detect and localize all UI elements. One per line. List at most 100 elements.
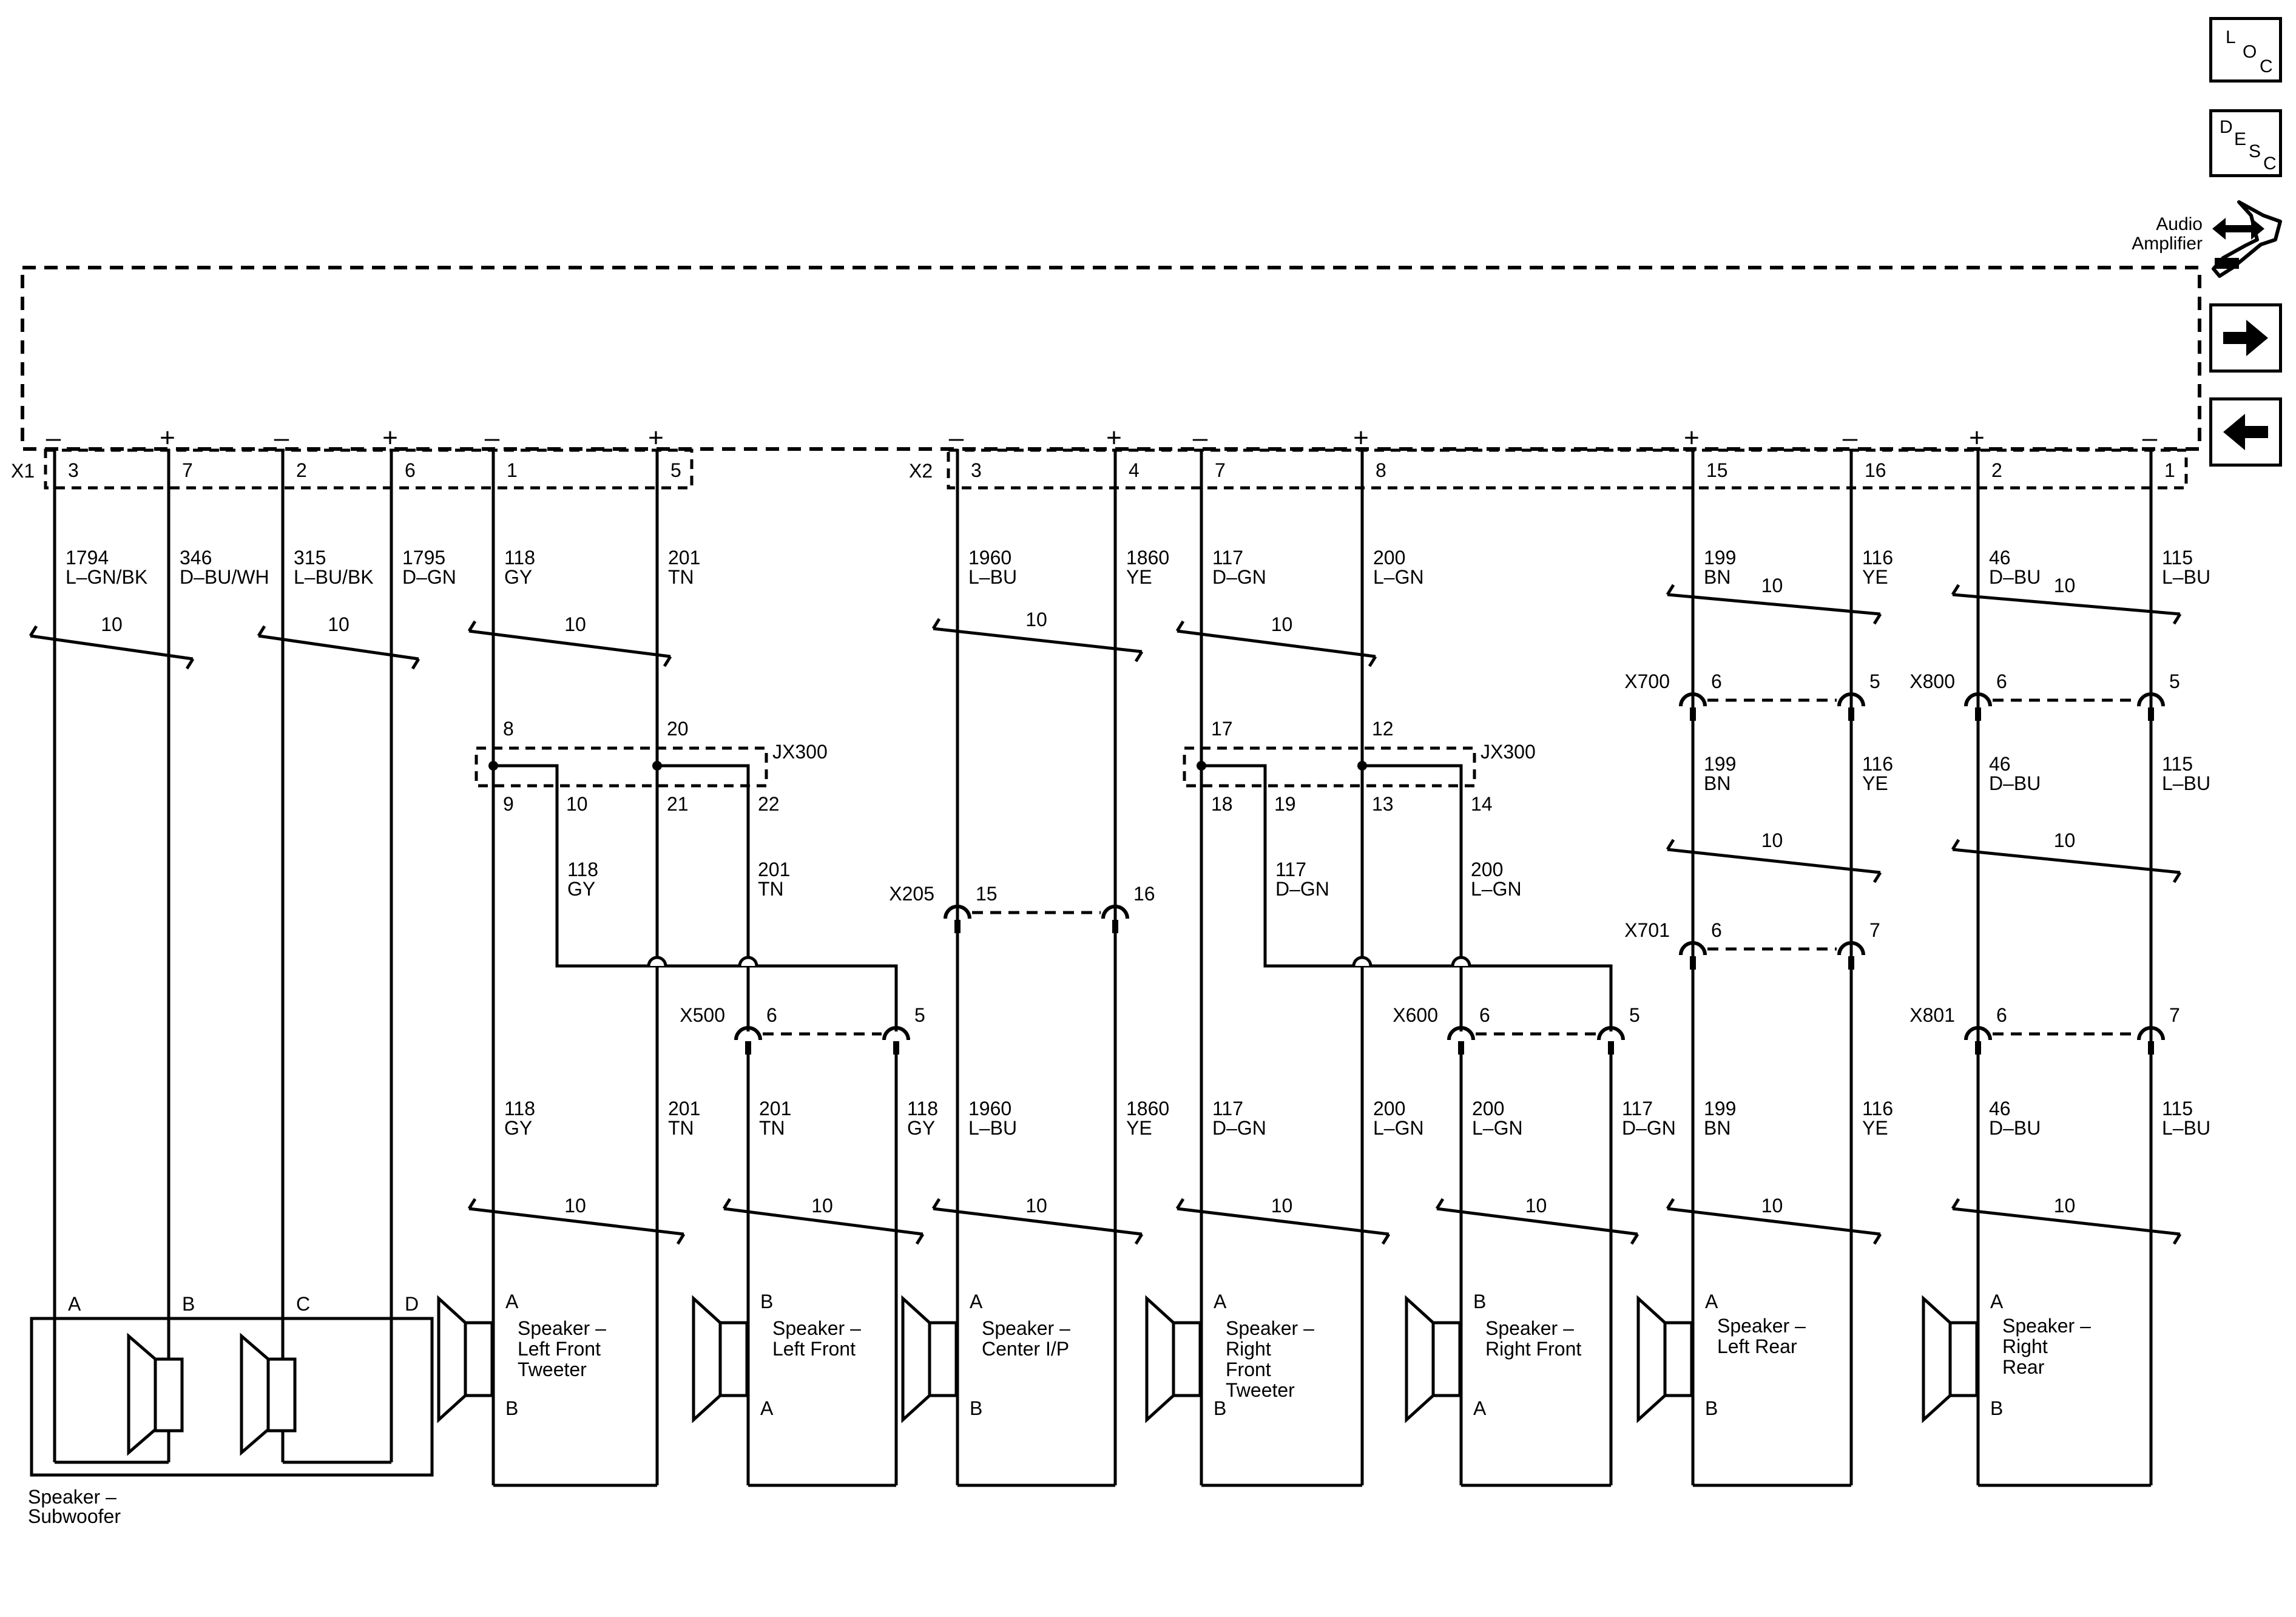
wire-color-code: L–GN: [1373, 1117, 1424, 1139]
desc-letter-s: S: [2249, 141, 2261, 161]
splice-branch-wire: [493, 764, 898, 1031]
wire-color-code: L–BU: [2162, 772, 2210, 794]
location-button[interactable]: L O C: [2209, 17, 2282, 83]
wire-color-code: GY: [567, 878, 595, 900]
subwoofer-box: [30, 1317, 434, 1477]
twisted-pair-tick: [931, 618, 941, 630]
inline-connector-pin: 6: [1996, 670, 2007, 692]
twisted-pair-label: 10: [1025, 609, 1047, 630]
inline-connector-pin: 5: [914, 1004, 925, 1026]
inline-connector-terminal: [1975, 1041, 1981, 1055]
twisted-pair-label: 10: [564, 613, 586, 635]
twisted-pair-tick: [1951, 839, 1960, 851]
twisted-pair-label: 10: [328, 613, 349, 635]
twisted-pair-tick: [663, 655, 672, 667]
amp-pin-number: 3: [68, 459, 79, 481]
twisted-pair-label: 10: [101, 613, 123, 635]
wire-circuit-number: 115: [2162, 753, 2193, 775]
wire-circuit-number: 199: [1704, 1098, 1736, 1119]
inline-connector-cavity: [944, 905, 971, 919]
inline-connector-pin: 7: [2169, 1004, 2180, 1026]
inline-connector-pin: 5: [1869, 670, 1880, 692]
speaker-symbol-cone: [1636, 1295, 1667, 1423]
wrench-arrow-icon[interactable]: [2209, 197, 2288, 288]
splice-pin: 8: [503, 718, 514, 740]
arrow-right-icon: [2223, 320, 2268, 356]
twisted-pair-mark: [468, 629, 671, 658]
twisted-pair-tick: [1666, 1198, 1675, 1210]
speaker-pin: B: [760, 1291, 773, 1312]
twisted-pair-label: 10: [564, 1195, 586, 1217]
polarity-mark: +: [1684, 423, 1700, 453]
inline-connector-pin: 6: [1711, 919, 1722, 941]
wire-color-code: L–GN: [1373, 566, 1424, 588]
inline-connector-cavity: [1837, 941, 1865, 956]
wire-crossover: [738, 956, 758, 967]
speaker-pin: B: [1473, 1291, 1486, 1312]
speaker-name: Speaker –: [518, 1317, 606, 1339]
speaker-symbol-magnet: [928, 1321, 958, 1397]
inline-connector-cavity: [2137, 1026, 2165, 1041]
wire-color-code: D–GN: [402, 566, 456, 588]
splice-branch-wire: [1362, 764, 1463, 1031]
previous-page-button[interactable]: [2209, 397, 2282, 467]
wire-circuit-number: 315: [294, 547, 326, 569]
wire-color-code: TN: [758, 878, 784, 900]
wire-layer: [21, 266, 2201, 1487]
splice-branch-wire: [657, 764, 750, 1031]
speaker-name: Speaker –: [1226, 1317, 1314, 1339]
splice-pin: 21: [667, 793, 689, 815]
wire-color-code: L–BU: [968, 1117, 1017, 1139]
inline-connector-terminal: [954, 920, 961, 933]
inline-connector-cavity: [1679, 941, 1707, 956]
twisted-pair-mark: [1667, 1207, 1881, 1236]
twisted-pair-mark: [1667, 593, 1881, 616]
splice-pin: 17: [1211, 718, 1233, 740]
speaker-name: Right: [2002, 1335, 2048, 1357]
wire-circuit-number: 200: [1471, 859, 1503, 880]
twisted-pair-tick: [1368, 655, 1377, 667]
speaker-name: Rear: [2002, 1356, 2045, 1378]
wire-circuit-number: 117: [1622, 1098, 1653, 1119]
wire-color-code: D–BU: [1989, 772, 2041, 794]
wrench-shape: [2212, 200, 2282, 278]
twisted-pair-tick: [1381, 1233, 1391, 1245]
amplifier-outline: [21, 266, 2201, 451]
twisted-pair-label: 10: [1271, 613, 1293, 635]
polarity-mark: –: [1843, 423, 1858, 453]
wire-color-code: TN: [759, 1117, 785, 1139]
inline-connector-cavity: [1447, 1026, 1475, 1041]
wire-color-code: TN: [668, 1117, 694, 1139]
splice-pin: 20: [667, 718, 689, 740]
splice-pin: 12: [1372, 718, 1394, 740]
twisted-pair-label: 10: [1271, 1195, 1293, 1217]
speaker-name: Right Front: [1485, 1338, 1581, 1360]
wire-circuit-number: 115: [2162, 1098, 2193, 1119]
wire-color-code: GY: [504, 566, 532, 588]
inline-connector-cavity: [882, 1026, 910, 1041]
twisted-pair-tick: [411, 658, 420, 670]
twisted-pair-tick: [467, 1198, 477, 1210]
next-page-button[interactable]: [2209, 303, 2282, 373]
speaker-name: Speaker –: [772, 1317, 861, 1339]
twisted-pair-tick: [185, 658, 195, 670]
twisted-pair-mark: [30, 634, 194, 661]
inline-connector-name: X500: [680, 1004, 725, 1026]
speaker-symbol-cone: [1922, 1295, 1952, 1423]
splice-name: JX300: [772, 741, 828, 763]
loc-letter-o: O: [2243, 42, 2257, 62]
inline-connector-terminal: [1458, 1041, 1464, 1055]
speaker-symbol-magnet: [464, 1321, 494, 1397]
speaker-pin: A: [1705, 1291, 1718, 1312]
wire-color-code: D–GN: [1212, 1117, 1266, 1139]
polarity-mark: +: [160, 423, 175, 453]
splice-name: JX300: [1481, 741, 1536, 763]
twisted-pair-mark: [933, 1207, 1143, 1236]
twisted-pair-tick: [1872, 613, 1882, 625]
description-button[interactable]: D E S C: [2209, 109, 2282, 177]
connector-x2-label: X2: [909, 460, 933, 482]
amp-pin-number: 5: [670, 459, 681, 481]
splice-pin: 22: [758, 793, 780, 815]
wire-color-code: L–GN: [1471, 878, 1522, 900]
